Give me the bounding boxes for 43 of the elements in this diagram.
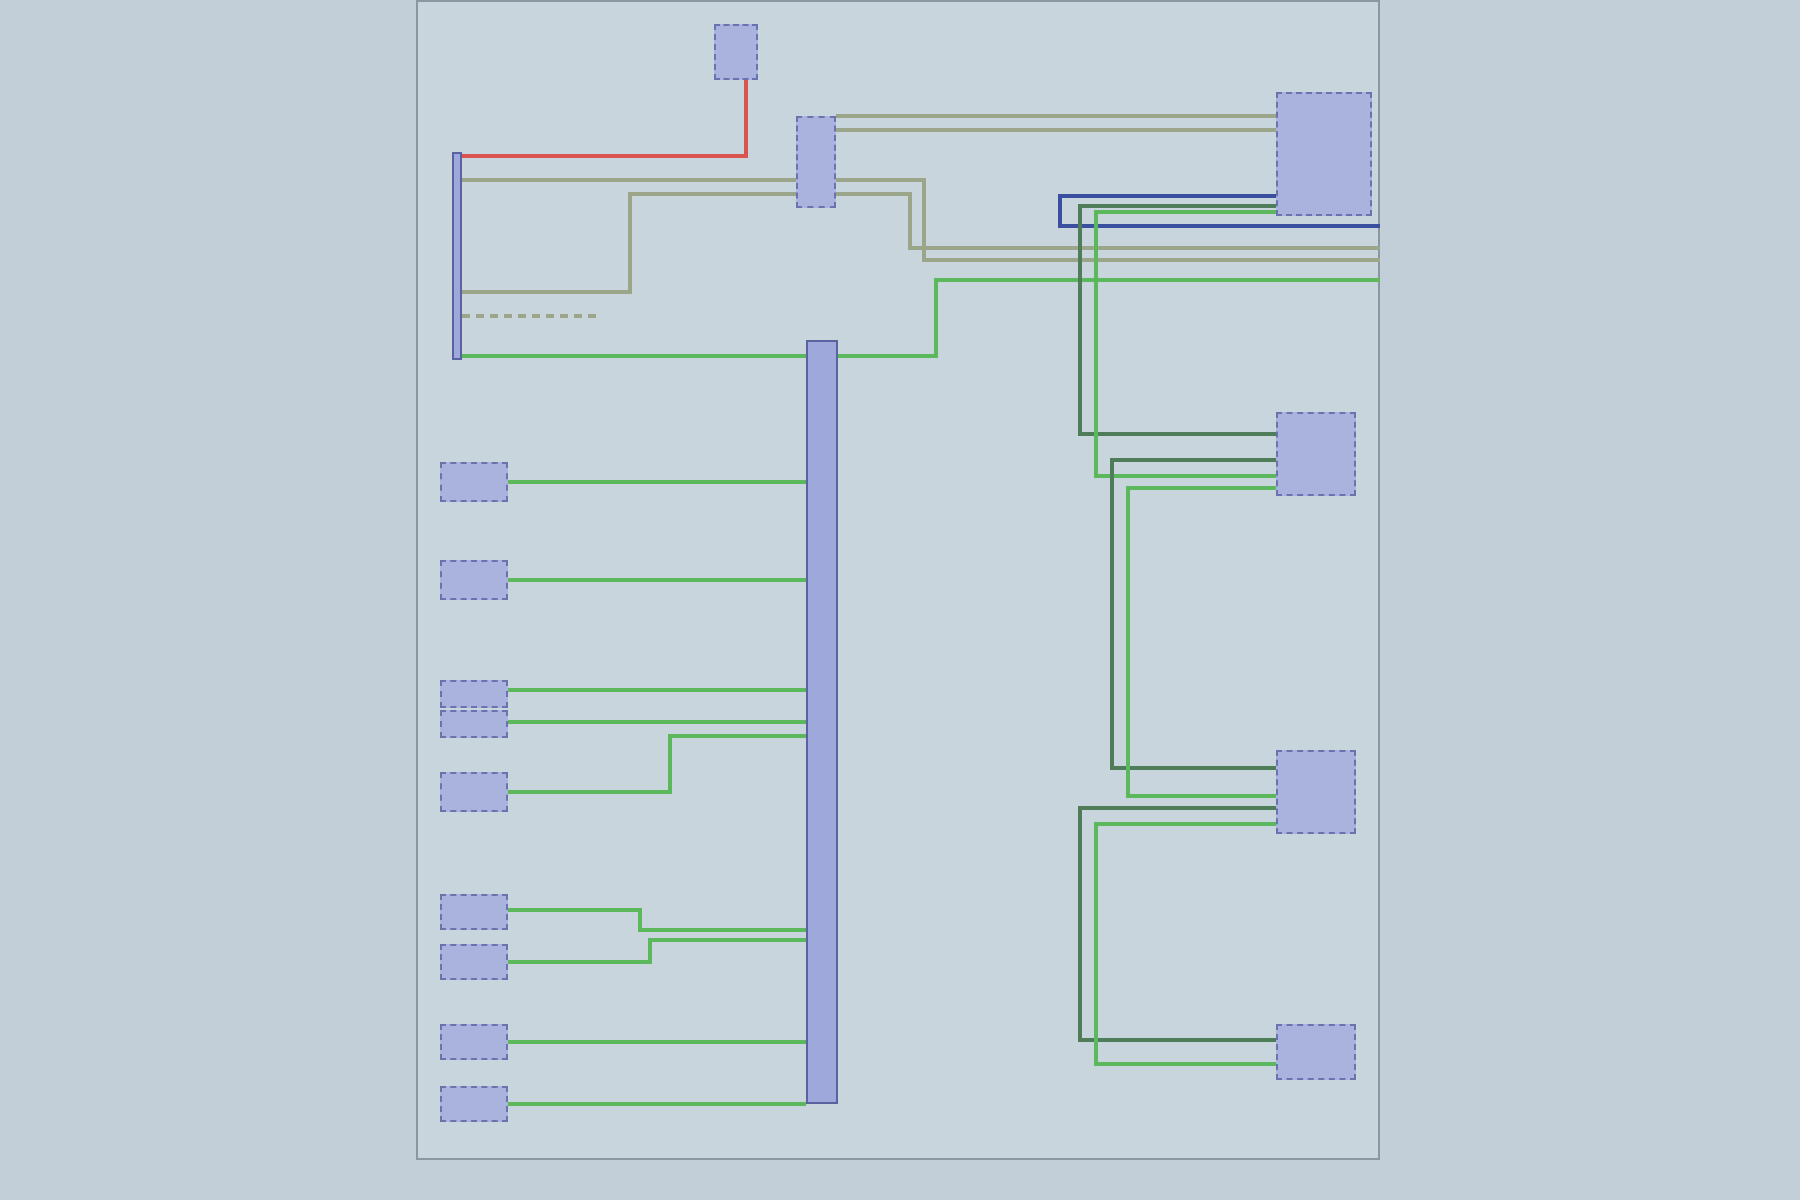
wire: [462, 178, 796, 182]
sensor-module: [1276, 412, 1356, 496]
splice-module: [796, 116, 836, 208]
wire: [1058, 194, 1380, 228]
wire: [508, 720, 806, 724]
wire: [462, 354, 806, 358]
dashed-wire: [462, 314, 600, 318]
component-module: [440, 944, 508, 980]
component-module: [440, 894, 508, 930]
wire: [508, 938, 806, 964]
wire: [508, 1040, 806, 1044]
wire: [508, 734, 806, 794]
component-module: [440, 772, 508, 812]
wire: [1126, 486, 1276, 798]
wire: [508, 578, 806, 582]
sensor-module: [1276, 1024, 1356, 1080]
component-module: [440, 462, 508, 502]
sensor-module: [1276, 750, 1356, 834]
wire: [508, 1102, 806, 1106]
wire: [508, 908, 806, 932]
wire: [836, 114, 1276, 118]
component-module: [440, 1024, 508, 1060]
wire: [462, 192, 796, 294]
wire: [1078, 204, 1276, 436]
wire: [836, 128, 1276, 132]
wire: [836, 178, 1380, 262]
component-module: [440, 560, 508, 600]
component-module: [440, 710, 508, 738]
fuse-block: [714, 24, 758, 80]
wire: [836, 192, 1380, 250]
component-module: [440, 1086, 508, 1122]
wire: [838, 278, 1380, 358]
connector-strip: [452, 152, 462, 360]
wire: [1110, 458, 1276, 770]
control-module: [1276, 92, 1372, 216]
component-module: [440, 680, 508, 708]
wire: [508, 688, 806, 692]
wire: [1078, 806, 1276, 1042]
splice-pack: [806, 340, 838, 1104]
wire: [462, 80, 748, 158]
wire: [1094, 210, 1276, 478]
wire: [508, 480, 806, 484]
wire: [1094, 822, 1276, 1066]
